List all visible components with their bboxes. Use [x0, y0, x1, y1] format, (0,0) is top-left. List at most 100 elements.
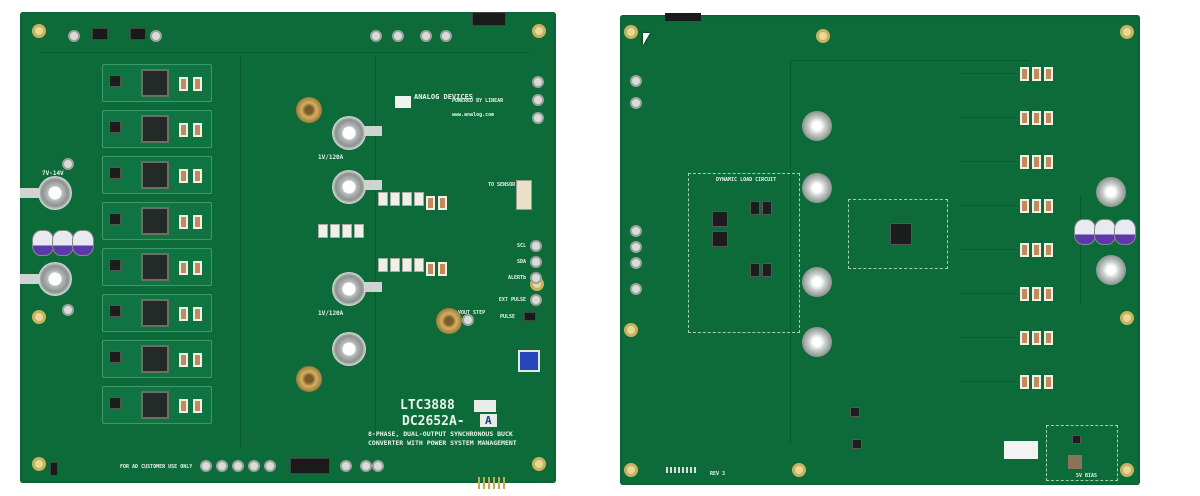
current-sense-resistor — [1032, 111, 1041, 125]
potentiometer[interactable] — [518, 350, 540, 372]
revision-box: A — [480, 414, 497, 427]
switch[interactable] — [92, 28, 108, 40]
current-sense-resistor — [1044, 67, 1053, 81]
power-stage-module — [102, 156, 212, 194]
mosfet — [712, 231, 728, 247]
output-capacitor — [802, 173, 832, 203]
test-point[interactable] — [630, 225, 642, 237]
test-point[interactable] — [630, 75, 642, 87]
test-point[interactable] — [150, 30, 162, 42]
test-point[interactable] — [532, 112, 544, 124]
mounting-hole — [1120, 25, 1134, 39]
current-sense-resistor — [1044, 243, 1053, 257]
pulse-jumper[interactable] — [524, 312, 536, 321]
test-point[interactable] — [530, 272, 542, 284]
test-point[interactable] — [216, 460, 228, 472]
power-stage-ic — [109, 167, 121, 179]
analog-devices-logo-mark — [395, 96, 411, 108]
capacitor — [179, 307, 188, 321]
board-number: DC2652A- — [402, 414, 465, 429]
current-sense-resistor — [1032, 243, 1041, 257]
test-point[interactable] — [630, 283, 642, 295]
inductor — [141, 161, 169, 189]
test-point[interactable] — [62, 158, 74, 170]
test-point[interactable] — [264, 460, 276, 472]
pulse-label: PULSE — [500, 314, 516, 320]
vout-step-label: VOUT STEP — [458, 310, 486, 316]
output-terminal[interactable] — [332, 272, 366, 306]
test-point[interactable] — [200, 460, 212, 472]
capacitor — [438, 262, 447, 276]
output-label-bottom: 1V/120A — [318, 310, 344, 317]
pad-row — [666, 467, 696, 473]
input-capacitor — [72, 230, 94, 256]
test-point[interactable] — [530, 294, 542, 306]
vout-step-bnc[interactable] — [436, 308, 462, 334]
current-sense-resistor — [1020, 111, 1029, 125]
test-point[interactable] — [532, 94, 544, 106]
sensor-label: TO SENSOR — [488, 182, 516, 188]
capacitor — [193, 169, 202, 183]
current-sense-resistor — [1020, 155, 1029, 169]
output-terminal[interactable] — [332, 332, 366, 366]
output-terminal[interactable] — [332, 170, 366, 204]
test-point[interactable] — [532, 76, 544, 88]
capacitor-pad — [390, 258, 400, 272]
test-point[interactable] — [68, 30, 80, 42]
input-terminal-negative[interactable] — [38, 262, 72, 296]
bottom-header-connector[interactable] — [290, 458, 330, 474]
jumper[interactable] — [50, 462, 58, 476]
bnc-connector[interactable] — [296, 366, 322, 392]
input-voltage-label: 7V-14V — [42, 170, 64, 177]
id-sticker — [474, 400, 496, 412]
test-point[interactable] — [630, 241, 642, 253]
test-point[interactable] — [630, 97, 642, 109]
test-point[interactable] — [530, 240, 542, 252]
top-header-connector[interactable] — [472, 12, 506, 26]
capacitor — [179, 215, 188, 229]
capacitor — [179, 399, 188, 413]
test-point[interactable] — [360, 460, 372, 472]
terminal-tab — [364, 282, 382, 292]
input-capacitor — [52, 230, 74, 256]
test-point[interactable] — [232, 460, 244, 472]
controller-region — [848, 199, 948, 269]
test-point[interactable] — [340, 460, 352, 472]
capacitor — [179, 261, 188, 275]
part-number: LTC3888 — [400, 398, 455, 413]
current-sense-resistor — [1032, 67, 1041, 81]
mounting-hole — [32, 310, 46, 324]
power-stage-module — [102, 248, 212, 286]
test-point[interactable] — [530, 256, 542, 268]
capacitor — [179, 123, 188, 137]
mouse-cursor-icon — [643, 33, 650, 45]
test-point[interactable] — [440, 30, 452, 42]
capacitor — [179, 169, 188, 183]
input-capacitor — [1094, 219, 1116, 245]
capacitor-pad — [402, 258, 412, 272]
capacitor-pad — [378, 258, 388, 272]
power-stage-ic — [109, 397, 121, 409]
current-sense-resistor — [1020, 287, 1029, 301]
test-point[interactable] — [372, 460, 384, 472]
test-point[interactable] — [630, 257, 642, 269]
test-point[interactable] — [62, 304, 74, 316]
switch[interactable] — [130, 28, 146, 40]
test-point[interactable] — [462, 314, 474, 326]
test-point[interactable] — [370, 30, 382, 42]
revision-label: REV 3 — [710, 471, 726, 477]
header-connector — [665, 13, 701, 21]
bnc-connector[interactable] — [296, 97, 322, 123]
inductor — [141, 115, 169, 143]
input-capacitor — [1096, 177, 1126, 207]
input-terminal-positive[interactable] — [38, 176, 72, 210]
mosfet — [750, 201, 760, 215]
mounting-hole — [816, 29, 830, 43]
trace — [960, 73, 1016, 74]
output-terminal[interactable] — [332, 116, 366, 150]
power-stage-ic — [109, 121, 121, 133]
test-point[interactable] — [420, 30, 432, 42]
sensor-connector[interactable] — [516, 180, 532, 210]
test-point[interactable] — [248, 460, 260, 472]
test-point[interactable] — [392, 30, 404, 42]
